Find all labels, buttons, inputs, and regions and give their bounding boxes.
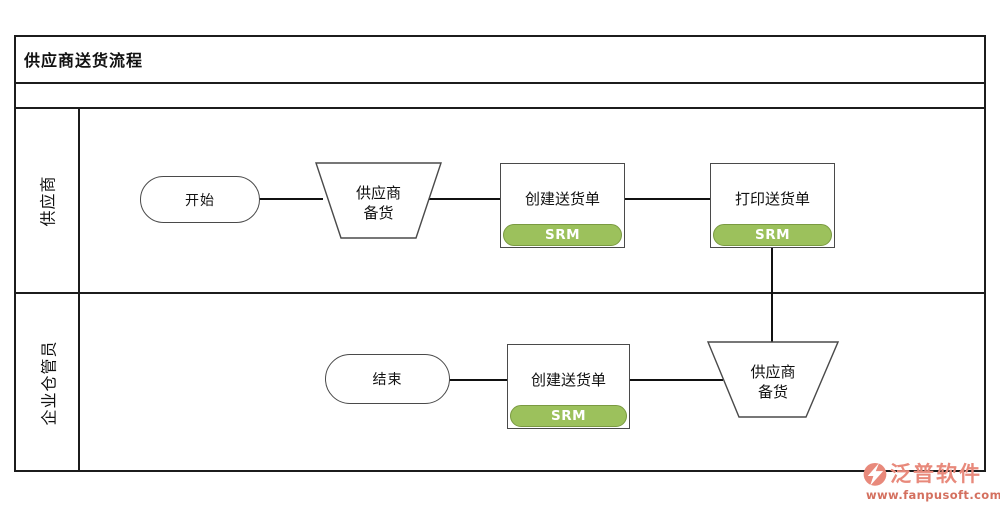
create-delivery-note-label-top: 创建送货单 (524, 190, 600, 208)
spacer-row-divider (14, 107, 986, 109)
supplier-prepare-label-bottom: 供应商 备货 (750, 362, 796, 401)
supplier-prepare-label-top: 供应商 备货 (355, 183, 401, 222)
lane-label-supplier: 供应商 (38, 174, 58, 227)
lane-label-column-divider (78, 108, 80, 472)
srm-system-badge: SRM (510, 405, 627, 427)
title-row-divider (14, 82, 986, 84)
trapezoid-shape (706, 341, 840, 418)
fanpu-logo-icon (863, 462, 887, 486)
watermark: 泛普软件 www.fanpusoft.com (862, 458, 1000, 502)
srm-system-badge: SRM (503, 224, 622, 246)
connector-create-bottom-to-end (449, 379, 508, 381)
supplier-prepare-node-bottom: 供应商 备货 (706, 341, 840, 423)
create-delivery-note-label-bottom: 创建送货单 (530, 371, 606, 389)
flowchart-frame (14, 35, 986, 472)
start-node-label: 开始 (185, 192, 215, 209)
print-delivery-note-label: 打印送货单 (734, 190, 810, 208)
watermark-brand-text: 泛普软件 (890, 462, 982, 486)
trapezoid-shape (315, 162, 442, 239)
watermark-url-text: www.fanpusoft.com (866, 488, 1000, 502)
create-delivery-note-node-bottom: 创建送货单 SRM (507, 344, 630, 429)
create-delivery-note-node-top: 创建送货单 SRM (500, 163, 625, 248)
supplier-prepare-node-top: 供应商 备货 (315, 162, 442, 244)
start-node: 开始 (140, 176, 260, 223)
print-delivery-note-node: 打印送货单 SRM (710, 163, 835, 248)
connector-prepare-to-create (429, 198, 501, 200)
connector-create-to-print (624, 198, 711, 200)
srm-system-badge: SRM (713, 224, 832, 246)
end-node: 结束 (325, 354, 450, 404)
page-title: 供应商送货流程 (24, 51, 144, 70)
connector-start-to-prepare (259, 198, 323, 200)
end-node-label: 结束 (372, 372, 403, 388)
connector-print-to-prepare-bottom (771, 248, 773, 343)
lane-label-warehouse-manager: 企业仓管员 (39, 340, 59, 426)
lane-divider (14, 292, 986, 294)
connector-prepare-bottom-to-create-bottom (629, 379, 723, 381)
